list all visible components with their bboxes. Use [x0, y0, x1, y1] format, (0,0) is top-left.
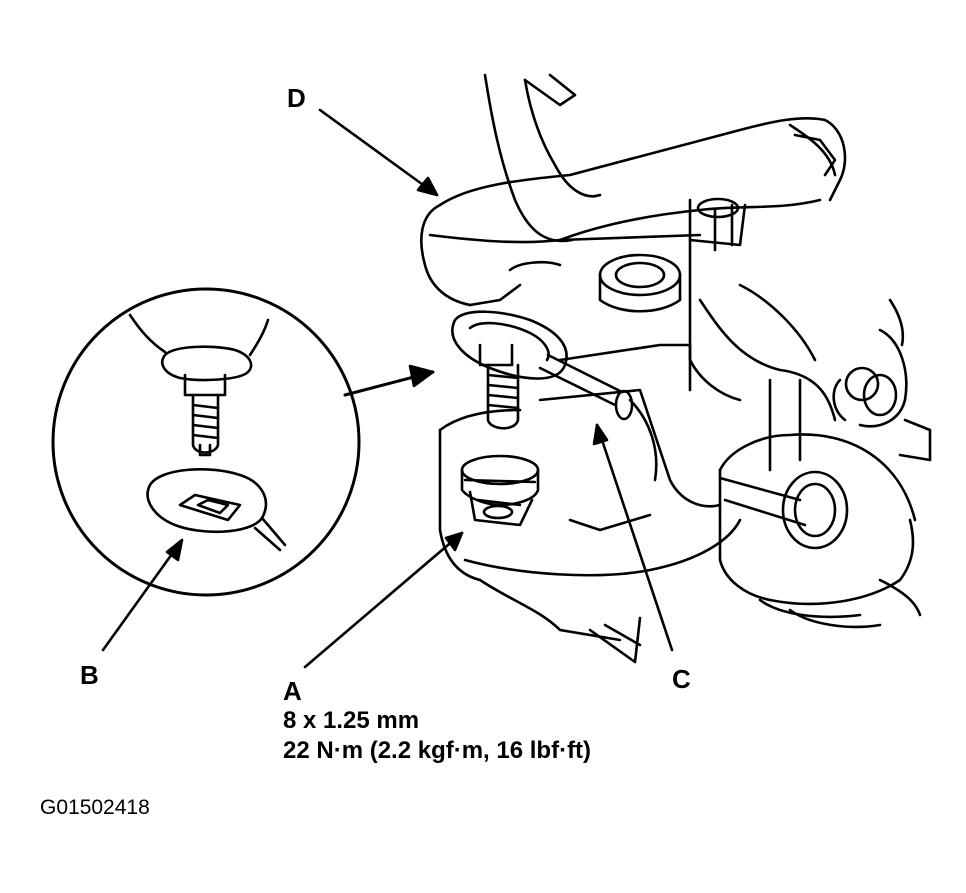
- callout-b: B: [80, 660, 99, 690]
- torque-spec: 22 N·m (2.2 kgf·m, 16 lbf·ft): [283, 737, 592, 764]
- inset-detail: [51, 287, 361, 597]
- bolt-assembly: [451, 310, 658, 527]
- callout-d: D: [287, 83, 306, 113]
- leader-lines: [101, 108, 674, 669]
- mechanism-housing: [420, 73, 932, 664]
- figure-id: G01502418: [40, 796, 150, 819]
- callout-a: A: [283, 676, 302, 706]
- callout-c: C: [672, 664, 691, 694]
- bolt-size-spec: 8 x 1.25 mm: [283, 707, 420, 734]
